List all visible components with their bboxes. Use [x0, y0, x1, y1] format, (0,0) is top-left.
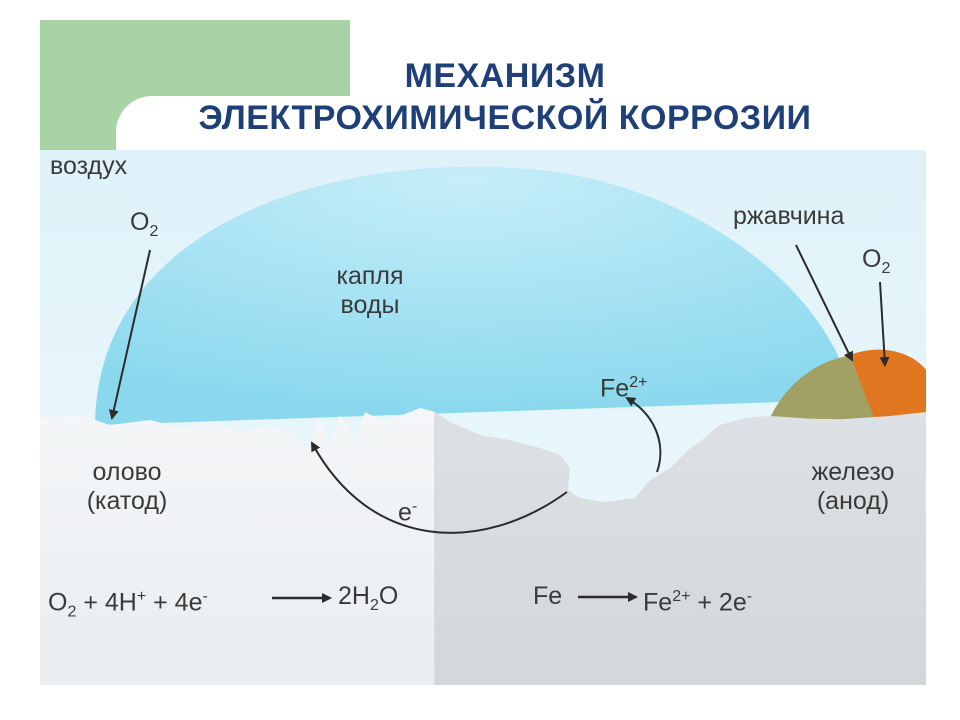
anode-products: Fe2+ + 2e-: [643, 582, 752, 617]
tin-metal: [40, 408, 435, 685]
fe-ion-label: Fe2+: [600, 368, 647, 403]
fe-ion-base: Fe: [600, 374, 630, 403]
o2-left-sub: 2: [149, 223, 159, 240]
title-accent-notch: [116, 96, 376, 156]
iron-metal: [435, 412, 926, 685]
iron-label-line-2: (анод): [816, 487, 890, 515]
cathode-e: + 4e: [153, 588, 203, 617]
anode-fe2: Fe: [643, 588, 673, 617]
rust-label: ржавчина: [733, 202, 845, 230]
water-drop: [95, 166, 840, 425]
title-line-1: МЕХАНИЗМ: [404, 57, 606, 95]
cathode-h: + 4H: [83, 588, 137, 617]
diagram-graphics: [40, 150, 926, 685]
cathode-o: O: [48, 588, 68, 617]
rust-pointer-arrow: [795, 244, 853, 362]
electron-flow-arrow: [311, 441, 568, 534]
water-drop-label: капля воды: [320, 262, 420, 320]
fe-ion-sup: 2+: [629, 374, 648, 391]
anode-e-sup: -: [746, 588, 753, 605]
anode-fe2-sup: 2+: [672, 588, 691, 605]
tin-label: олово (катод): [62, 458, 192, 516]
o2-label-left: O2: [130, 208, 158, 246]
electron-label: e-: [398, 492, 417, 527]
tin-label-line-1: олово: [92, 458, 162, 486]
page-title: МЕХАНИЗМ ЭЛЕКТРОХИМИЧЕСКОЙ КОРРОЗИИ: [120, 55, 890, 139]
rust-green: [770, 355, 875, 420]
cathode-product-sub: 2: [369, 597, 379, 614]
water-drop-label-line-2: воды: [340, 291, 400, 319]
o2-left-base: O: [130, 208, 150, 236]
o2-label-right: O2: [862, 245, 890, 283]
anode-e: + 2e: [697, 588, 747, 617]
water-drop-label-line-1: капля: [336, 262, 404, 290]
title-line-2: ЭЛЕКТРОХИМИЧЕСКОЙ КОРРОЗИИ: [198, 99, 812, 137]
iron-label-line-1: железо: [811, 458, 895, 486]
o2-arrow-left: [108, 249, 151, 420]
corrosion-diagram: воздух O2 ржавчина O2 капля воды Fe2+ e-…: [40, 150, 926, 685]
air-label: воздух: [50, 152, 128, 180]
o2-right-sub: 2: [881, 260, 891, 277]
electron-base: e: [398, 498, 412, 527]
o2-right-base: O: [862, 245, 882, 273]
cathode-product-h: 2H: [338, 582, 370, 610]
cathode-o-sub: 2: [67, 603, 77, 621]
cathode-e-sup: -: [202, 588, 208, 605]
rust-orange: [850, 349, 926, 420]
iron-label: железо (анод): [788, 458, 918, 516]
cathode-h-sup: +: [136, 588, 147, 605]
cathode-product-o: O: [378, 582, 399, 610]
cathode-reactants: O2 + 4H+ + 4e-: [48, 582, 208, 626]
o2-arrow-right: [879, 281, 890, 367]
cathode-product: 2H2O: [338, 582, 398, 620]
electron-sup: -: [411, 498, 418, 515]
anode-reactant: Fe: [533, 582, 563, 610]
tin-label-line-2: (катод): [86, 487, 168, 515]
fe-ion-arrow: [625, 396, 662, 473]
